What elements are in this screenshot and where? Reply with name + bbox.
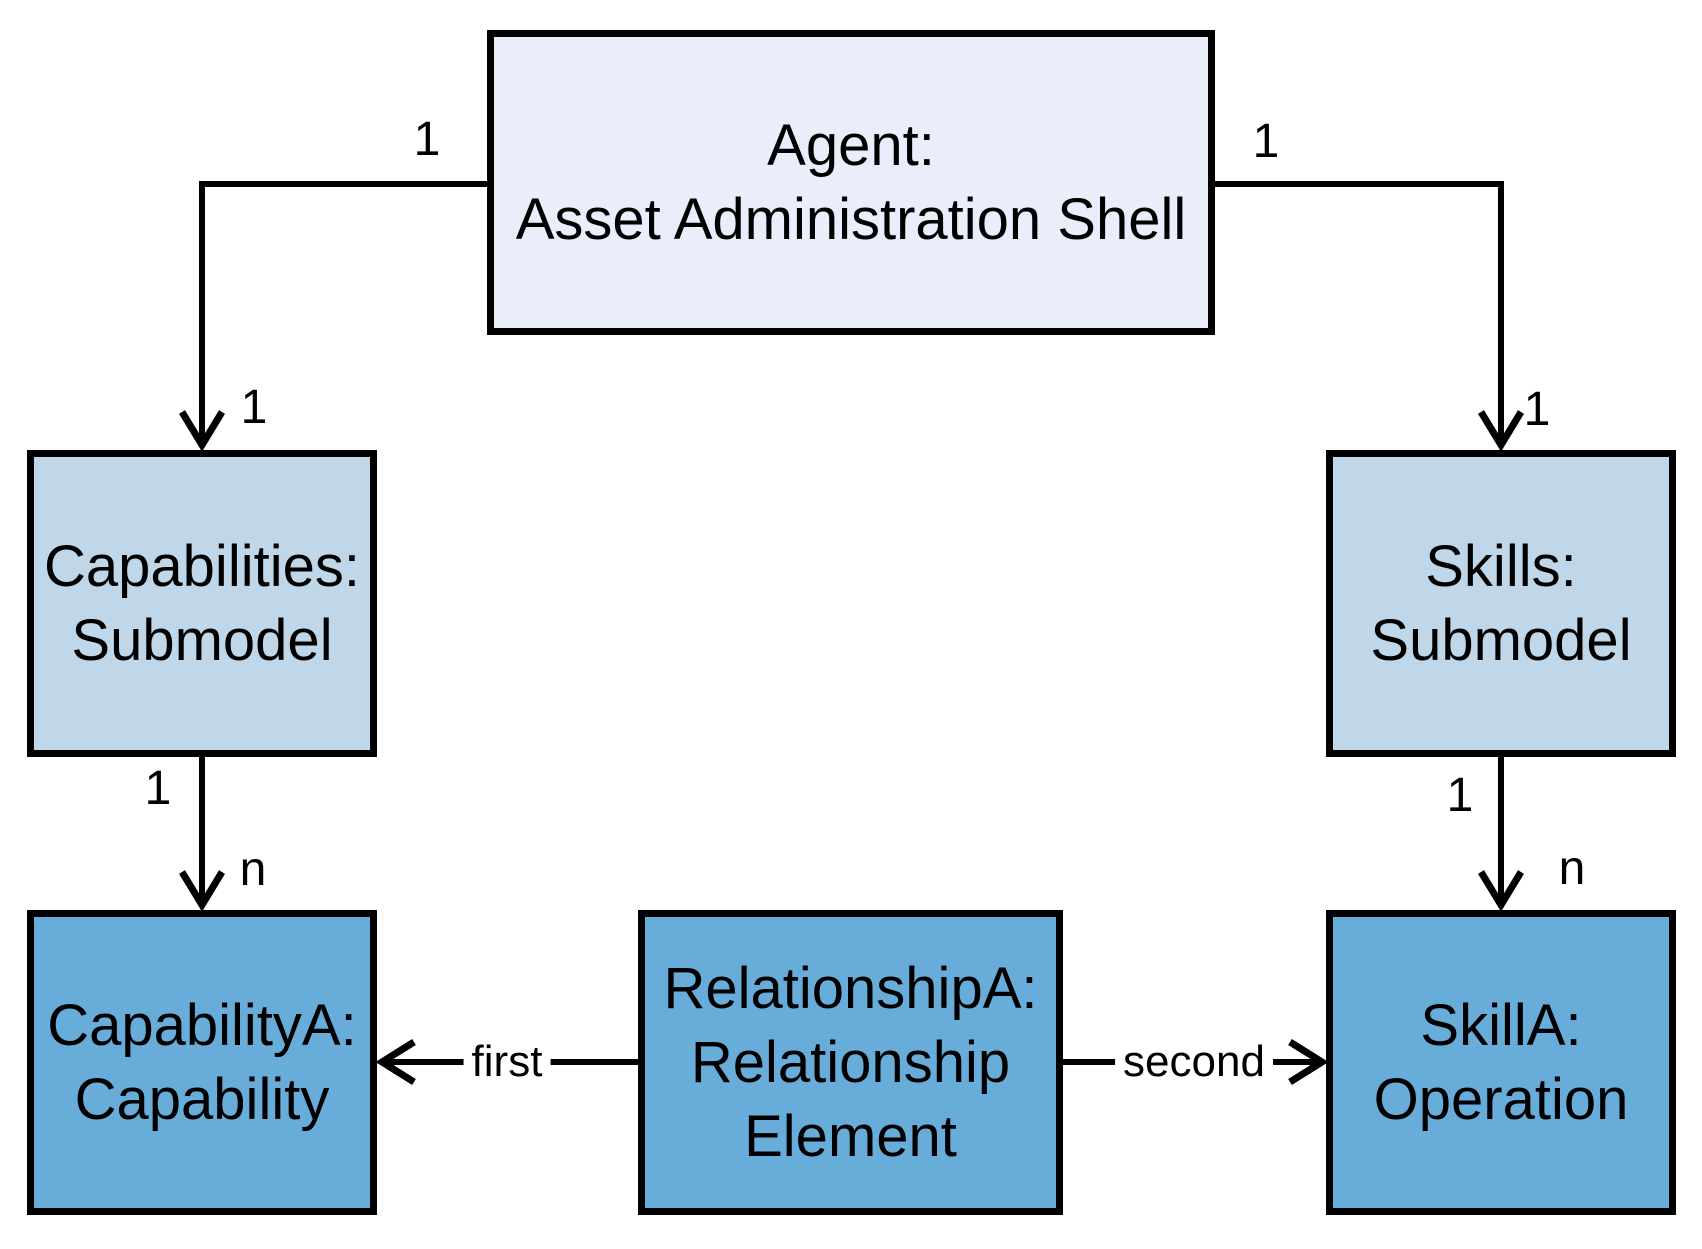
multiplicity-agent-to-skills-source: 1 xyxy=(1252,115,1280,168)
node-relationshipA-relationship-element: RelationshipA: Relationship Element xyxy=(638,910,1063,1215)
node-agent-asset-administration-shell: Agent: Asset Administration Shell xyxy=(487,30,1215,335)
multiplicity-capabilities-to-capabilityA-source: 1 xyxy=(144,762,172,815)
edge-agent-to-capabilities-line xyxy=(199,181,487,438)
node-skillA-operation: SkillA: Operation xyxy=(1326,910,1676,1215)
edge-label-second: second xyxy=(1115,1038,1273,1086)
edge-capabilities-to-capabilityA-arrowhead xyxy=(179,870,225,912)
multiplicity-capabilities-to-capabilityA-target: n xyxy=(239,843,267,896)
edge-relationshipA-to-capabilityA-arrowhead xyxy=(375,1039,416,1085)
edge-agent-to-skills-line xyxy=(1215,181,1504,438)
edge-relationshipA-to-skillA-arrowhead xyxy=(1288,1039,1329,1085)
multiplicity-skills-to-skillA-source: 1 xyxy=(1446,769,1474,822)
multiplicity-agent-to-capabilities-source: 1 xyxy=(413,113,441,166)
node-capabilities-submodel: Capabilities: Submodel xyxy=(27,450,377,757)
edge-agent-to-skills-arrowhead xyxy=(1478,410,1524,452)
multiplicity-skills-to-skillA-target: n xyxy=(1558,842,1586,895)
multiplicity-agent-to-capabilities-target: 1 xyxy=(240,381,268,434)
node-skills-submodel: Skills: Submodel xyxy=(1326,450,1676,757)
edge-skills-to-skillA-arrowhead xyxy=(1478,870,1524,912)
edge-label-first: first xyxy=(463,1038,551,1086)
multiplicity-agent-to-skills-target: 1 xyxy=(1523,383,1551,436)
node-capabilityA-capability: CapabilityA: Capability xyxy=(27,910,377,1215)
edge-agent-to-capabilities-arrowhead xyxy=(179,410,225,452)
